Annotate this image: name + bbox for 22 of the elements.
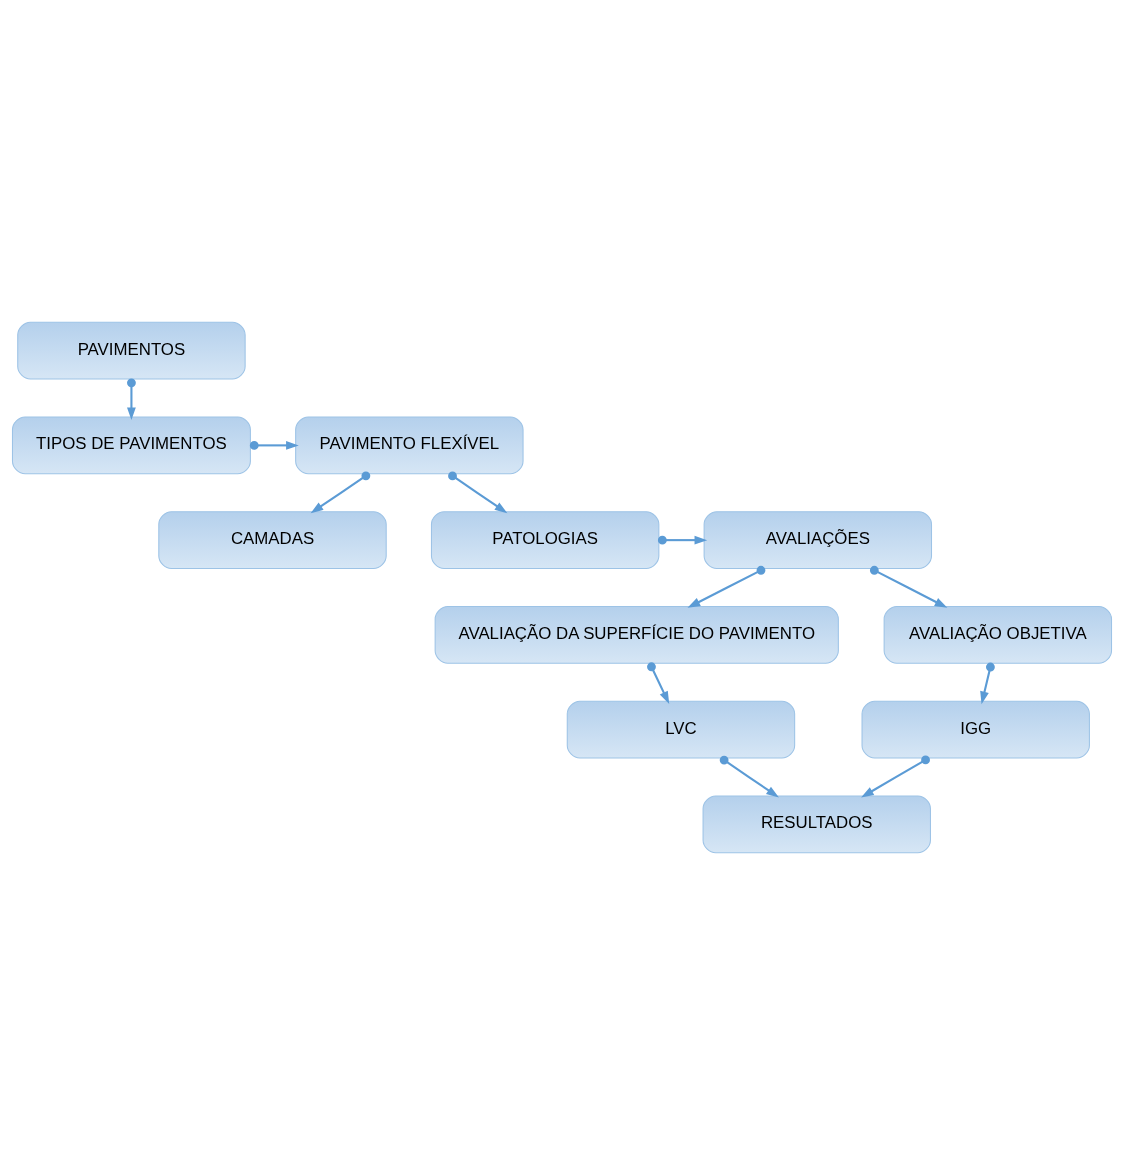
node-box: IGG bbox=[861, 700, 1090, 759]
node-box: AVALIAÇÃO DA SUPERFÍCIE DO PAVIMENTO bbox=[434, 605, 839, 664]
arrow bbox=[127, 377, 136, 420]
arrow bbox=[448, 470, 508, 513]
node-box: TIPOS DE PAVIMENTOS bbox=[11, 415, 251, 474]
node-box: LVC bbox=[566, 700, 796, 759]
arrow bbox=[687, 565, 766, 608]
arrow bbox=[657, 535, 708, 545]
arrow bbox=[310, 470, 371, 513]
node-box: CAMADAS bbox=[158, 510, 387, 569]
arrow bbox=[861, 755, 930, 797]
node-box: PAVIMENTOS bbox=[17, 321, 246, 380]
node-box: AVALIAÇÃO OBJETIVA bbox=[883, 605, 1113, 664]
arrow bbox=[249, 440, 299, 450]
node-box: AVALIAÇÕES bbox=[703, 510, 933, 569]
node-box: PAVIMENTO FLEXÍVEL bbox=[295, 415, 524, 474]
arrow bbox=[980, 662, 995, 704]
node-box: RESULTADOS bbox=[702, 794, 931, 853]
arrow bbox=[869, 565, 948, 608]
node-box: PATOLOGIAS bbox=[430, 510, 660, 569]
arrow bbox=[719, 755, 779, 797]
arrow bbox=[647, 661, 670, 704]
